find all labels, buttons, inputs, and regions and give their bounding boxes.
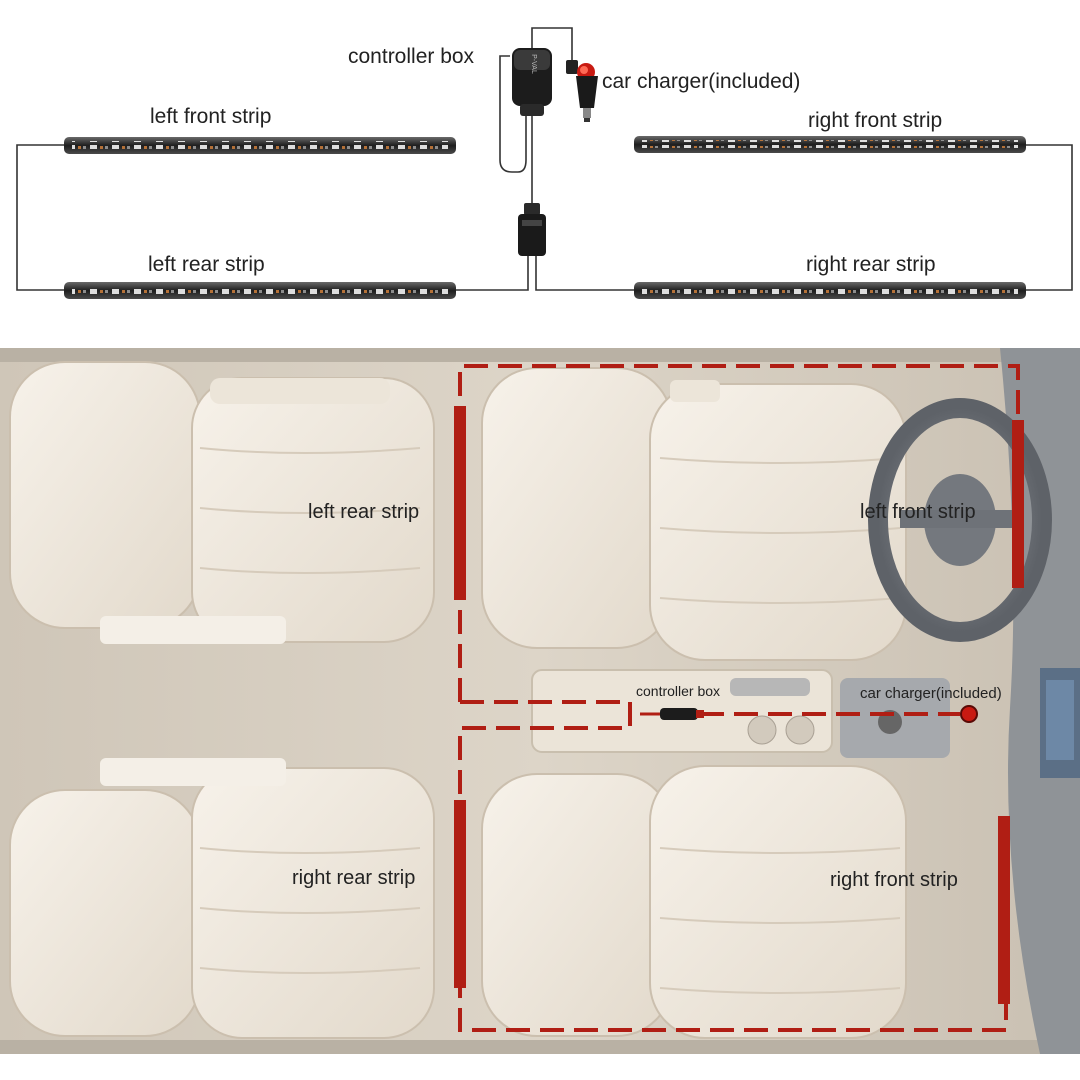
- seat-front-right: [481, 765, 907, 1039]
- marker-left-front-strip: [1012, 420, 1024, 588]
- seat-rear-right: [9, 758, 435, 1039]
- splitter-connector-icon: [518, 203, 546, 256]
- center-console: [531, 669, 950, 758]
- marker-left-rear-strip: [454, 406, 466, 600]
- label-right-front-strip: right front strip: [808, 109, 943, 132]
- strip-left-front: [64, 137, 456, 154]
- marker-right-front-strip: [998, 816, 1010, 1004]
- photo-label-controller-box: controller box: [636, 683, 721, 699]
- seat-front-left: [481, 367, 907, 661]
- photo-label-right-rear: right rear strip: [292, 867, 416, 889]
- photo-label-right-front: right front strip: [830, 869, 958, 891]
- label-right-rear-strip: right rear strip: [806, 253, 936, 276]
- controller-brand: P-VAL: [530, 54, 537, 74]
- label-left-rear-strip: left rear strip: [148, 253, 265, 276]
- cable-route-dashed: [458, 364, 1020, 1032]
- label-controller-box: controller box: [348, 45, 475, 68]
- car-charger-icon: [566, 60, 598, 122]
- strip-right-rear: [634, 282, 1026, 299]
- marker-right-rear-strip: [454, 800, 466, 988]
- photo-label-left-front: left front strip: [860, 501, 976, 523]
- controller-box-icon: P-VAL: [512, 48, 552, 116]
- controller-mini-icon: [660, 708, 704, 720]
- charger-mini-icon: [960, 705, 978, 723]
- strip-left-rear: [64, 282, 456, 299]
- seat-rear-left: [9, 361, 435, 644]
- wiring-diagram: P-VAL: [16, 27, 1073, 299]
- steering-wheel-icon: [868, 398, 1052, 642]
- strip-right-front: [634, 136, 1026, 153]
- car-interior-photo: left rear strip left front strip right r…: [0, 348, 1080, 1054]
- photo-label-car-charger: car charger(included): [860, 685, 1002, 702]
- photo-label-left-rear: left rear strip: [308, 501, 420, 523]
- label-left-front-strip: left front strip: [150, 105, 272, 128]
- label-car-charger: car charger(included): [602, 70, 801, 93]
